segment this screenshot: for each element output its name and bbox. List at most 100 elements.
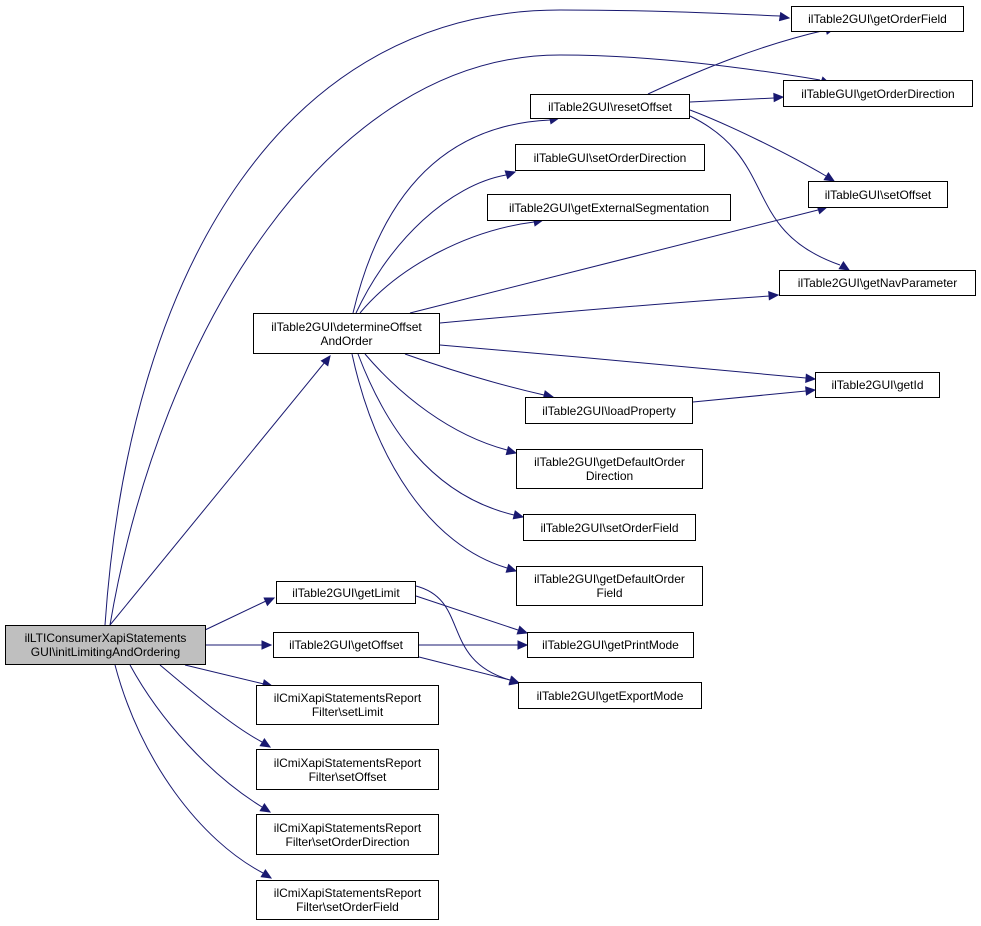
edge-line <box>409 209 819 314</box>
edge-line <box>415 595 519 631</box>
node-get-print-mode[interactable]: ilTable2GUI\getPrintMode <box>527 632 694 658</box>
node-label-line1: ilTable2GUI\getOrderField <box>808 12 947 26</box>
edge-arrowhead <box>768 291 780 301</box>
node-get-external-segmentation[interactable]: ilTable2GUI\getExternalSegmentation <box>487 194 731 221</box>
edge-line <box>359 221 535 314</box>
node-label-line1: ilTable2GUI\resetOffset <box>548 99 672 114</box>
edge-root-to-getLimit <box>204 597 276 631</box>
edge-line <box>204 600 267 631</box>
node-filter-set-order-field[interactable]: ilCmiXapiStatementsReport Filter\setOrde… <box>256 880 439 920</box>
edge-arrowhead <box>805 386 817 396</box>
node-label-line1: ilCmiXapiStatementsReport <box>273 755 422 770</box>
node-load-property[interactable]: ilTable2GUI\loadProperty <box>525 397 693 424</box>
node-label-line1: ilTable2GUI\getExternalSegmentation <box>508 200 710 215</box>
node-label-line1: ilTable2GUI\getDefaultOrder <box>534 455 685 469</box>
edge-arrowhead <box>259 737 272 748</box>
node-label-line1: ilLTIConsumerXapiStatements <box>24 631 187 645</box>
edge-arrowhead <box>263 597 276 607</box>
node-get-default-order-field[interactable]: ilTable2GUI\getDefaultOrder Field <box>516 566 703 606</box>
node-set-order-direction[interactable]: ilTableGUI\setOrderDirection <box>515 144 705 171</box>
edge-line <box>689 115 841 266</box>
edge-line <box>184 664 265 685</box>
node-determine-offset-and-order[interactable]: ilTable2GUI\determineOffset AndOrder <box>253 313 440 354</box>
node-label-line1: ilTable2GUI\getId <box>831 378 924 392</box>
node-label-line1: ilCmiXapiStatementsReport <box>273 820 422 835</box>
node-set-order-field[interactable]: ilTable2GUI\setOrderField <box>523 514 696 541</box>
edge-arrowhead <box>260 868 273 879</box>
edge-resetOffset-to-getNav <box>689 115 851 271</box>
node-label-line2: Direction <box>585 469 634 483</box>
edge-arrowhead <box>320 355 331 367</box>
node-label-line1: ilTableGUI\setOffset <box>824 187 932 202</box>
node-label-line2: Filter\setOffset <box>308 769 387 784</box>
node-root-init-limiting-and-ordering: ilLTIConsumerXapiStatements GUI\initLimi… <box>5 625 206 665</box>
node-label-line1: ilCmiXapiStatementsReport <box>273 691 422 705</box>
node-set-offset[interactable]: ilTableGUI\setOffset <box>808 181 948 208</box>
node-label-line1: ilTable2GUI\getExportMode <box>536 688 684 703</box>
edge-root-to-setOffsetF <box>159 664 272 748</box>
edge-determine-to-getDefFld <box>351 353 518 573</box>
edge-arrowhead <box>516 625 529 635</box>
node-filter-set-limit[interactable]: ilCmiXapiStatementsReport Filter\setLimi… <box>256 685 439 725</box>
node-get-order-field[interactable]: ilTable2GUI\getOrderField <box>791 6 964 32</box>
node-get-offset[interactable]: ilTable2GUI\getOffset <box>273 632 419 658</box>
node-label-line1: ilTable2GUI\getOffset <box>289 638 403 652</box>
edge-arrowhead <box>512 510 525 520</box>
edge-determine-to-loadProp <box>404 353 555 400</box>
node-filter-set-offset[interactable]: ilCmiXapiStatementsReport Filter\setOffs… <box>256 749 439 790</box>
edge-root-to-setOrderFldF <box>114 664 273 879</box>
edge-line <box>159 664 263 743</box>
node-filter-set-order-direction[interactable]: ilCmiXapiStatementsReport Filter\setOrde… <box>256 814 439 855</box>
edge-determine-to-getDefDir <box>364 353 518 456</box>
node-label-line1: ilTable2GUI\loadProperty <box>542 403 676 418</box>
edge-determine-to-getNav <box>439 291 780 324</box>
node-label-line1: ilTableGUI\setOrderDirection <box>533 150 687 165</box>
edge-line <box>692 390 807 403</box>
node-get-export-mode[interactable]: ilTable2GUI\getExportMode <box>518 682 702 709</box>
edge-root-to-getOrderFld <box>104 9 791 626</box>
node-label-line2: AndOrder <box>320 333 373 348</box>
edge-arrowhead <box>259 802 272 813</box>
edge-determine-to-setOrderDir <box>355 170 517 314</box>
edge-line <box>109 361 326 626</box>
node-get-id[interactable]: ilTable2GUI\getId <box>815 372 940 398</box>
node-get-default-order-direction[interactable]: ilTable2GUI\getDefaultOrder Direction <box>516 449 703 489</box>
edge-line <box>647 29 827 95</box>
edge-arrowhead <box>773 92 785 103</box>
node-label-line1: ilTable2GUI\getLimit <box>292 585 400 600</box>
edge-determine-to-getExtSeg <box>359 217 545 314</box>
edge-line <box>404 353 545 396</box>
edge-arrowhead <box>778 11 791 22</box>
edge-arrowhead <box>838 260 851 271</box>
edge-resetOffset-to-setOffsetT <box>689 109 836 182</box>
edge-line <box>418 656 511 681</box>
node-label-line1: ilCmiXapiStatementsReport <box>273 886 422 900</box>
edge-line <box>415 585 511 681</box>
edge-determine-to-setOrderFld <box>357 353 525 520</box>
node-label-line2: Filter\setOrderDirection <box>285 834 410 849</box>
edge-line <box>114 664 264 874</box>
node-reset-offset[interactable]: ilTable2GUI\resetOffset <box>530 94 690 119</box>
edge-getOffset-to-getPrint <box>419 640 529 650</box>
node-get-nav-parameter[interactable]: ilTable2GUI\getNavParameter <box>779 270 976 296</box>
node-label-line2: Field <box>596 586 623 600</box>
edge-line <box>129 664 263 808</box>
edge-line <box>439 295 771 324</box>
edge-arrowhead <box>505 445 518 456</box>
edge-line <box>104 9 781 626</box>
node-label-line2: Filter\setLimit <box>311 705 384 719</box>
edge-determine-to-setOffsetT <box>409 205 829 314</box>
edge-line <box>689 109 827 177</box>
edge-line <box>364 353 508 451</box>
edge-line <box>689 97 775 103</box>
edge-arrowhead <box>823 171 836 182</box>
node-get-order-direction[interactable]: ilTableGUI\getOrderDirection <box>783 80 973 107</box>
node-label-line1: ilTable2GUI\getDefaultOrder <box>534 572 685 586</box>
edge-loadProp-to-getId <box>692 386 817 403</box>
edge-line <box>357 353 515 516</box>
node-get-limit[interactable]: ilTable2GUI\getLimit <box>276 581 416 604</box>
edge-line <box>439 344 807 379</box>
edge-getLimit-to-getPrint <box>415 595 529 635</box>
